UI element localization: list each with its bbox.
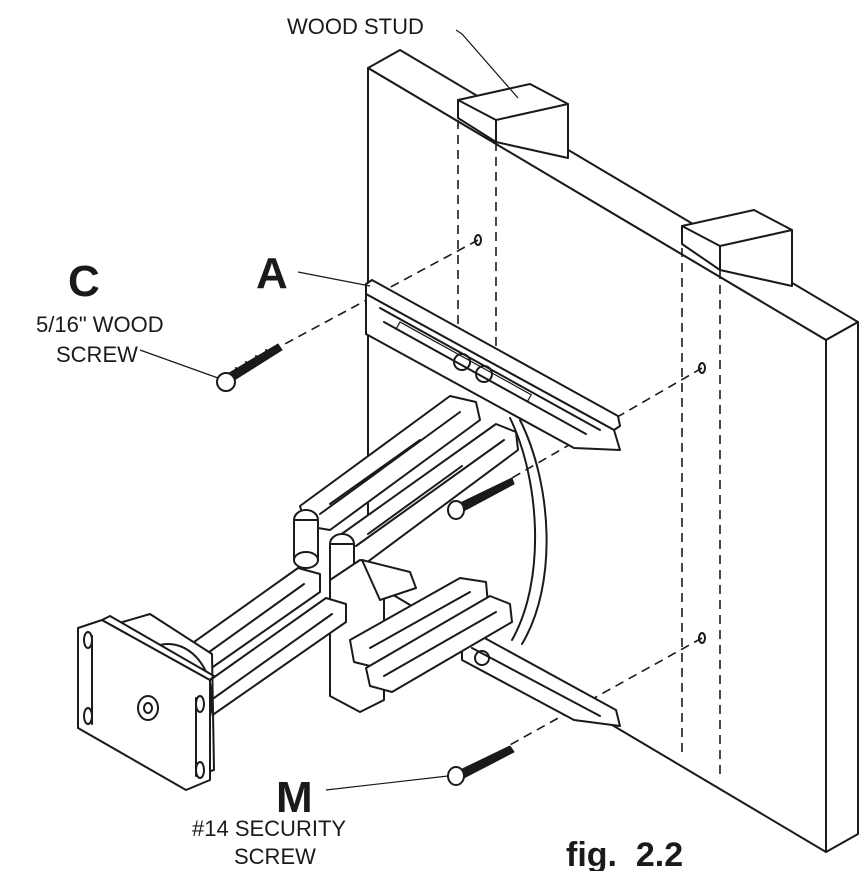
pilot-holes [474, 234, 706, 644]
part-c-desc-line1: 5/16" WOOD [36, 312, 164, 337]
part-m-desc-line2: SCREW [234, 844, 316, 869]
middle-screw [447, 477, 515, 520]
stud-block-2 [681, 209, 793, 287]
leader-lines [139, 29, 519, 791]
wall-plate [365, 279, 621, 727]
security-screw-m [447, 745, 515, 786]
wood-stud-board [367, 49, 859, 853]
part-m-label: M [276, 773, 313, 822]
figure-label: fig. 2.2 [566, 836, 683, 871]
part-a-label: A [256, 249, 288, 298]
wood-stud-label: WOOD STUD [287, 14, 424, 39]
part-m-desc-line1: #14 SECURITY [192, 816, 346, 841]
part-c-label: C [68, 257, 100, 306]
tv-bracket-plate [77, 615, 215, 791]
wood-screw-c [216, 343, 283, 392]
part-c-desc-line2: SCREW [56, 342, 138, 367]
